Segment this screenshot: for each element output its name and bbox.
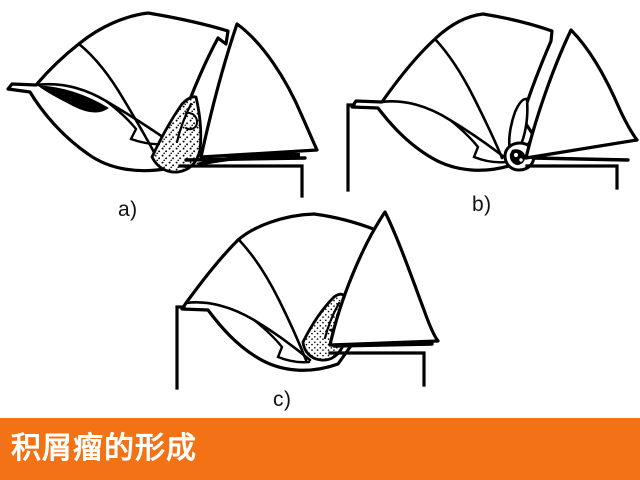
- panel-label-b: b): [472, 193, 492, 216]
- panel-c-workpiece-step-left: [175, 305, 186, 390]
- panel-b-workpiece-step-left: [346, 103, 356, 192]
- panel-b-machined-surface: [531, 156, 630, 162]
- panel-a-tool-wedge: [199, 22, 319, 159]
- panel-b-bue-void-1: [513, 152, 519, 158]
- caption-title: 积屑瘤的形成: [11, 431, 197, 466]
- panel-a-chip-lamella: [37, 85, 109, 113]
- panel-label-a: a): [118, 198, 138, 221]
- panel-a-workpiece-step: [178, 164, 304, 198]
- panel-b-chip-band-2: [433, 37, 504, 160]
- caption-banner: 积屑瘤的形成: [0, 418, 640, 480]
- panel-a-bue-nose-detail: [185, 111, 199, 131]
- figure-svg: [6, 11, 639, 390]
- panel-c-bue-inner-contour: [323, 301, 341, 340]
- panel-a-drawing: [6, 11, 319, 198]
- panel-b-chip-band-3: [448, 118, 508, 164]
- panel-c-machined-surface: [332, 342, 434, 348]
- panel-c-workpiece-step-right: [328, 351, 426, 387]
- figure-diagram: [6, 11, 639, 390]
- panel-a-bue-inner-contour: [175, 102, 193, 144]
- panel-c-tool-wedge: [328, 210, 440, 347]
- panel-b-chip-outline: [350, 12, 554, 172]
- panel-a-built-up-edge: [150, 95, 203, 174]
- panel-c-drawing: [175, 210, 440, 390]
- panel-c-chip-band-2: [238, 239, 308, 362]
- panel-b-bue-void-2: [519, 158, 523, 162]
- panel-b-tool-wedge: [524, 28, 639, 160]
- panel-a-chip-band-2: [77, 42, 160, 162]
- panel-label-c: c): [273, 388, 292, 411]
- panel-a-chip-band-3: [104, 99, 168, 146]
- panel-b-drawing: [346, 12, 639, 192]
- panel-c-chip-band-3: [252, 318, 311, 364]
- panel-a-surface-sliver: [196, 152, 300, 166]
- panel-b-workpiece-step-right: [525, 164, 619, 190]
